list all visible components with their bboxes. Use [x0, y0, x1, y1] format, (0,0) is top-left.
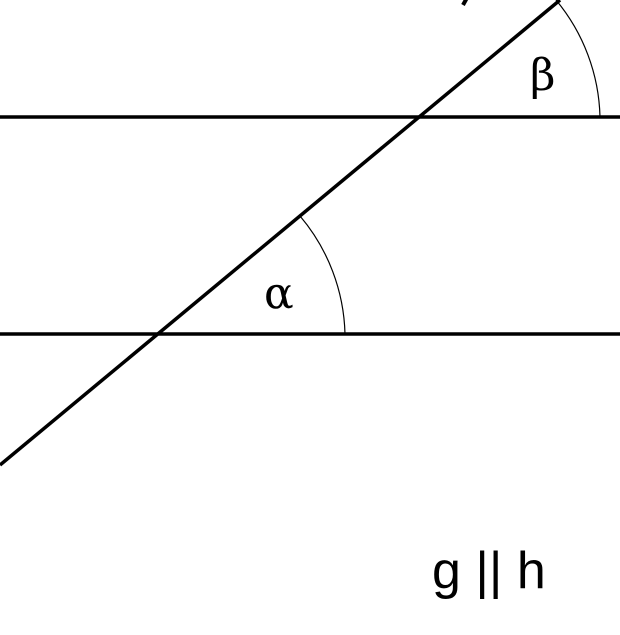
parallel-caption: g || h — [432, 542, 546, 600]
transversal-line — [0, 0, 562, 467]
angle-beta-arc — [555, 0, 601, 118]
angle-alpha-label: α — [264, 268, 294, 319]
cropped-top-label — [461, 0, 469, 6]
angle-beta-label: β — [530, 50, 555, 101]
angle-alpha-arc — [299, 215, 346, 335]
